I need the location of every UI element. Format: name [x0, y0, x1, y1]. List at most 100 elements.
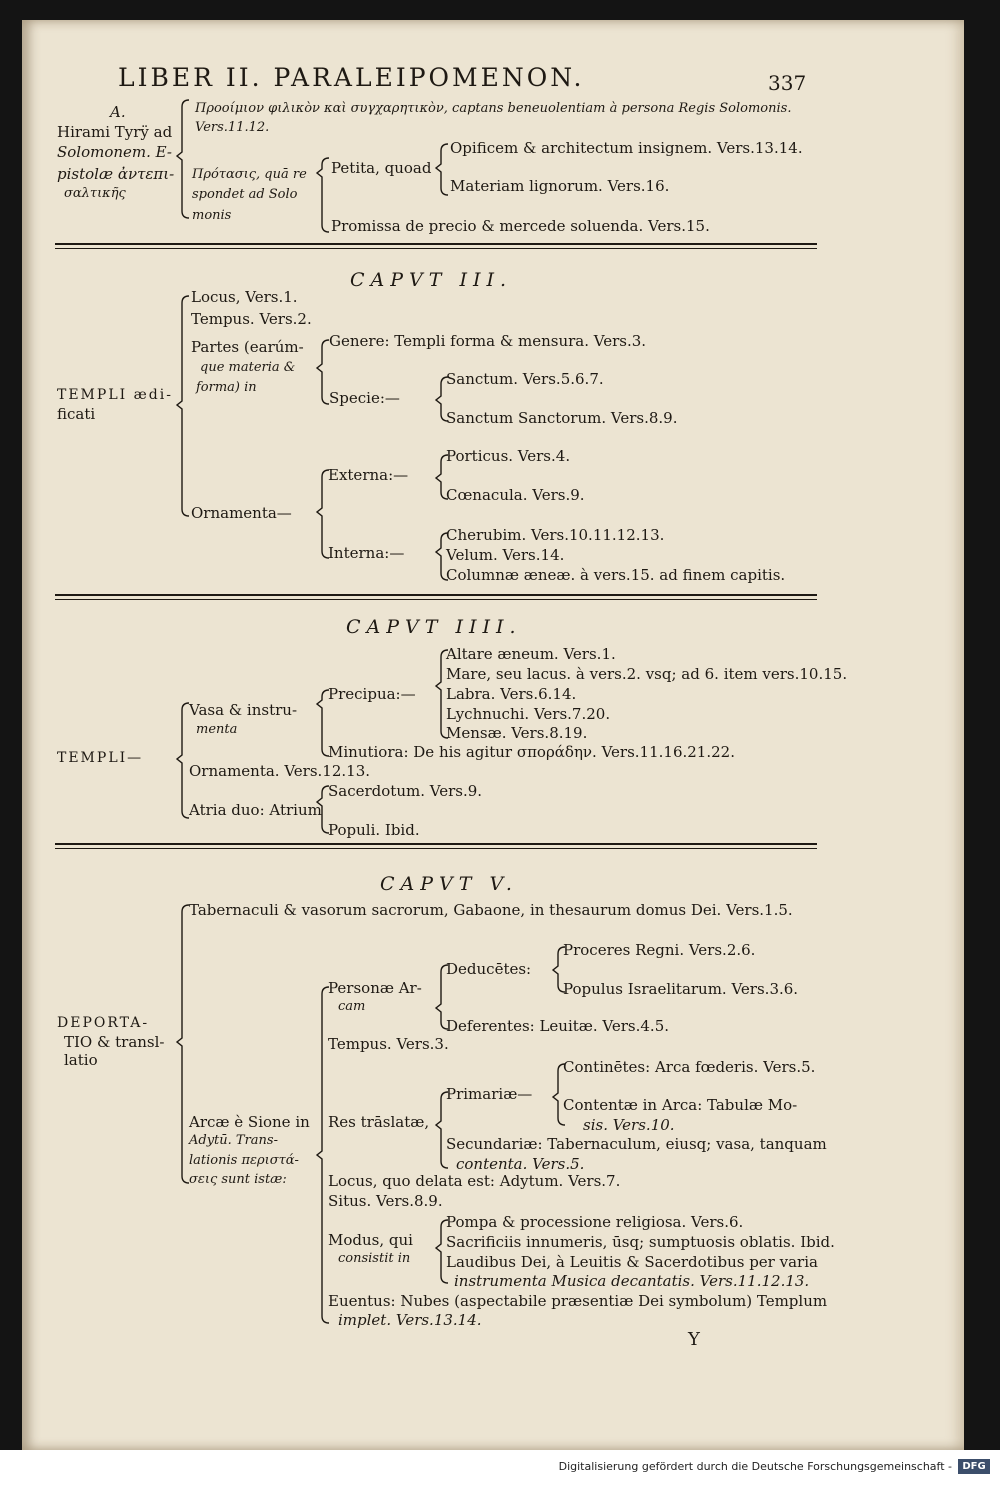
brace-3 — [175, 295, 190, 517]
caput-v-root-2: TIO & transl- — [64, 1033, 165, 1051]
caput-iii-title: CAPVT III. — [350, 269, 513, 291]
contentae-2: sis. Vers.10. — [583, 1116, 675, 1134]
modus-2: consistit in — [338, 1251, 411, 1266]
opificem: Opificem & architectum insignem. Vers.13… — [450, 139, 803, 157]
partes-3: forma) in — [196, 380, 257, 395]
brace-13 — [175, 904, 190, 1184]
section-letter: A. — [110, 103, 126, 121]
brace-11 — [434, 649, 449, 739]
caput-v-title: CAPVT V. — [380, 873, 518, 895]
brace-6 — [315, 469, 330, 559]
cherubim: Cherubim. Vers.10.11.12.13. — [446, 526, 665, 544]
section-rule — [55, 594, 817, 600]
tempus-v: Tempus. Vers.3. — [328, 1035, 449, 1053]
sanctum: Sanctum. Vers.5.6.7. — [446, 370, 604, 388]
brace-9 — [175, 702, 190, 819]
footer-bar: Digitalisierung gefördert durch die Deut… — [0, 1450, 1000, 1485]
tempus: Tempus. Vers.2. — [191, 310, 312, 328]
brace-18 — [551, 1063, 566, 1126]
section-rule — [55, 843, 817, 849]
brace-16 — [551, 946, 566, 993]
proceres: Proceres Regni. Vers.2.6. — [563, 941, 756, 959]
coenacula: Cœnacula. Vers.9. — [446, 486, 585, 504]
vasa-1: Vasa & instru- — [189, 701, 298, 719]
sacrificiis: Sacrificiis innumeris, ūsq; sumptuosis o… — [446, 1233, 835, 1251]
arcae-1: Arcæ è Sione in — [189, 1113, 310, 1131]
sanctum-sanctorum: Sanctum Sanctorum. Vers.8.9. — [446, 409, 678, 427]
caput-v-root-1: DEPORTA- — [57, 1015, 150, 1031]
brace-14 — [315, 986, 330, 1324]
root-line-1: Hirami Tyrÿ ad — [57, 123, 173, 141]
brace-0 — [175, 99, 190, 219]
arcae-2: Adytū. Trans- — [189, 1133, 278, 1148]
atria: Atria duo: Atrium — [189, 801, 322, 819]
partes-1: Partes (earúm- — [191, 338, 304, 356]
brace-4 — [315, 339, 330, 405]
running-head: LIBER II. PARALEIPOMENON. — [118, 63, 585, 92]
caput-iiii-title: CAPVT IIII. — [346, 616, 522, 638]
brace-10 — [315, 689, 330, 757]
promissa: Promissa de precio & mercede soluenda. V… — [331, 217, 710, 235]
minutiora: Minutiora: De his agitur σποράδην. Vers.… — [328, 743, 735, 761]
caput-iii-root-2: ficati — [57, 405, 96, 423]
partes-2: que materia & — [200, 360, 296, 375]
footer-credit: Digitalisierung gefördert durch die Deut… — [558, 1460, 952, 1473]
populus: Populus Israelitarum. Vers.3.6. — [563, 980, 799, 998]
vasa-2: menta — [196, 722, 238, 737]
continetes: Continētes: Arca fœderis. Vers.5. — [563, 1058, 816, 1076]
porticus: Porticus. Vers.4. — [446, 447, 571, 465]
mare: Mare, seu lacus. à vers.2. vsq; ad 6. it… — [446, 665, 848, 683]
externa: Externa:— — [328, 466, 409, 484]
columnae: Columnæ æneæ. à vers.15. ad finem capiti… — [446, 566, 786, 584]
interna: Interna:— — [328, 544, 405, 562]
root-line-4: σαλτικῆς — [64, 186, 126, 201]
section-rule — [55, 243, 817, 249]
sacerdotum: Sacerdotum. Vers.9. — [328, 782, 483, 800]
brace-2 — [434, 143, 449, 196]
res-translatae: Res trāslatæ, — [328, 1113, 430, 1131]
primariae: Primariæ— — [446, 1085, 533, 1103]
pompa: Pompa & processione religiosa. Vers.6. — [446, 1213, 744, 1231]
tabernaculi: Tabernaculi & vasorum sacrorum, Gabaone,… — [189, 901, 793, 919]
personae-2: cam — [338, 999, 366, 1014]
altare: Altare æneum. Vers.1. — [446, 645, 616, 663]
arcae-4: σεις sunt istæ: — [189, 1172, 287, 1187]
specie: Specie:— — [329, 389, 400, 407]
protasis-1: Πρότασις, quā re — [192, 167, 307, 182]
caput-iiii-root: TEMPLI— — [57, 750, 144, 766]
brace-17 — [434, 1091, 449, 1169]
deducetes: Deducētes: — [446, 960, 532, 978]
arcae-3: lationis περιστά- — [189, 1153, 299, 1168]
locus-v: Locus, quo delata est: Adytum. Vers.7. — [328, 1172, 621, 1190]
secundariae-1: Secundariæ: Tabernaculum, eiusq; vasa, t… — [446, 1135, 827, 1153]
contentae-1: Contentæ in Arca: Tabulæ Mo- — [563, 1096, 798, 1114]
lychnuchi: Lychnuchi. Vers.7.20. — [446, 705, 611, 723]
book-page — [22, 20, 964, 1450]
personae-1: Personæ Ar- — [328, 979, 422, 997]
labra: Labra. Vers.6.14. — [446, 685, 577, 703]
petita: Petita, quoad — [331, 159, 432, 177]
precipua: Precipua:— — [328, 685, 416, 703]
dfg-logo: DFG — [958, 1459, 990, 1474]
brace-5 — [434, 376, 449, 422]
page-number: 337 — [768, 71, 807, 95]
materiam: Materiam lignorum. Vers.16. — [450, 177, 670, 195]
caput-iii-root-1: TEMPLI ædi- — [57, 387, 173, 403]
locus: Locus, Vers.1. — [191, 288, 298, 306]
proem-vers: Vers.11.12. — [195, 120, 270, 135]
proem: Προοίμιον φιλικὸν καὶ συγχαρητικὸν, capt… — [195, 101, 792, 116]
caput-v-root-3: latio — [64, 1051, 98, 1069]
brace-15 — [434, 964, 449, 1030]
laudibus-2: instrumenta Musica decantatis. Vers.11.1… — [454, 1272, 810, 1290]
secundariae-2: contenta. Vers.5. — [456, 1155, 585, 1173]
mensae: Mensæ. Vers.8.19. — [446, 724, 588, 742]
ornamenta-iiii: Ornamenta. Vers.12.13. — [189, 762, 371, 780]
brace-12 — [315, 785, 330, 834]
genere: Genere: Templi forma & mensura. Vers.3. — [329, 332, 647, 350]
situs: Situs. Vers.8.9. — [328, 1192, 443, 1210]
populi: Populi. Ibid. — [328, 821, 420, 839]
root-line-2: Solomonem. E- — [57, 143, 172, 161]
brace-19 — [434, 1219, 449, 1284]
root-line-3: pistolæ ἀντεπι- — [57, 165, 175, 183]
